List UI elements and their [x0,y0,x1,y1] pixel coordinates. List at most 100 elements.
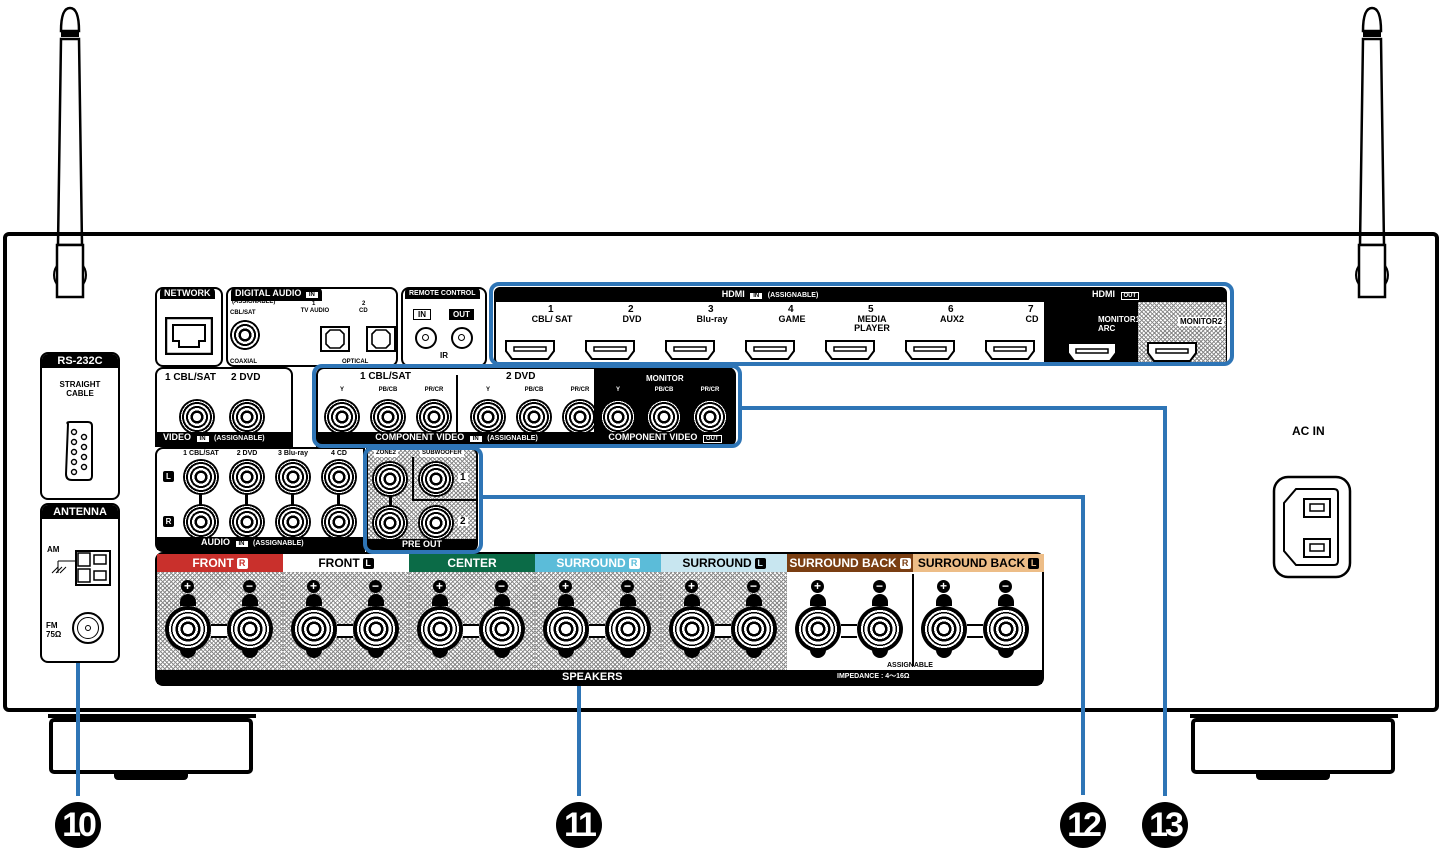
subwoofer-1-jack[interactable] [418,461,454,497]
audio-input-2-right-jack[interactable] [229,504,265,540]
side-badge: R [236,558,248,569]
speaker-channel-3-header: CENTER [409,554,535,572]
component-in-2-jack-1[interactable] [470,399,506,435]
hdmi-input-2-port[interactable] [584,339,636,361]
left-channel-label: L [163,471,174,482]
component-in-1-jack-3[interactable] [416,399,452,435]
audio-input-1-right-jack[interactable] [183,504,219,540]
ir-label: IR [440,351,448,360]
hdmi-out-monitor2-port[interactable] [1146,341,1198,363]
speaker-channel-2-positive-terminal[interactable] [291,606,337,652]
wifi-antenna-icon [53,6,87,299]
fm-antenna-jack[interactable] [72,612,104,644]
coaxial-input-label: CBL/SAT [230,310,256,316]
speaker-channel-1-positive-terminal[interactable] [165,606,211,652]
component-in-1-jack-1[interactable] [324,399,360,435]
speaker-channel-5-negative-terminal[interactable] [731,606,777,652]
hdmi-input-6-port[interactable] [904,339,956,361]
hdmi-input-7-port[interactable] [984,339,1036,361]
hdmi-input-6-number: 6 [948,304,954,315]
subwoofer-label: SUBWOOFER [420,450,464,457]
optical-port-1[interactable] [320,326,350,352]
am-terminal[interactable] [48,547,118,587]
component-in-jack-label: PB/CB [378,387,398,393]
highlight-component-video [312,364,742,448]
assignable-label: ASSIGNABLE [887,662,933,669]
audio-input-4-right-jack[interactable] [321,504,357,540]
antenna-left [52,5,88,301]
audio-input-1-left-jack[interactable] [183,459,219,495]
ir-in-jack[interactable] [415,327,437,349]
hdmi-input-1-port[interactable] [504,339,556,361]
callout-10: 10 [55,802,101,848]
side-badge: L [1028,558,1040,569]
plus-icon: + [685,580,698,593]
assignable-label: (ASSIGNABLE) [232,299,276,305]
video-in-footer: VIDEO IN (ASSIGNABLE) [157,432,291,445]
subwoofer-2-number: 2 [458,516,468,527]
hdmi-input-2-name: DVD [622,314,642,324]
component-in-group-1: 1 CBL/SAT [360,371,411,382]
speaker-channel-3-positive-terminal[interactable] [417,606,463,652]
remote-control-title: REMOTE CONTROL [405,288,480,299]
speaker-channel-6-negative-terminal[interactable] [857,606,903,652]
wifi-antenna-icon [1355,6,1389,299]
audio-input-3-left-jack[interactable] [275,459,311,495]
component-in-2-jack-2[interactable] [516,399,552,435]
speaker-channel-6-positive-terminal[interactable] [795,606,841,652]
speaker-channel-1-negative-terminal[interactable] [227,606,273,652]
speaker-channel-5-positive-terminal[interactable] [669,606,715,652]
hdmi-input-5-number: 5 [868,304,874,315]
speaker-channel-2-negative-terminal[interactable] [353,606,399,652]
hdmi-input-3-port[interactable] [664,339,716,361]
speaker-channel-3-negative-terminal[interactable] [479,606,525,652]
component-in-jack-label: Y [485,387,490,393]
ir-out-jack[interactable] [451,327,473,349]
audio-input-2-left-jack[interactable] [229,459,265,495]
zone2-left-jack[interactable] [372,461,408,497]
audio-input-3-right-jack[interactable] [275,504,311,540]
ac-power-inlet[interactable] [1272,475,1352,579]
component-out-jack-1[interactable] [600,399,636,435]
speaker-channel-4-negative-terminal[interactable] [605,606,651,652]
minus-icon: − [873,580,886,593]
fm-label: FM 75Ω [46,621,62,639]
ethernet-port-icon[interactable] [165,317,213,355]
pre-out-footer: PRE OUT [368,539,476,550]
hdmi-out-monitor1-port[interactable] [1066,341,1118,363]
plus-icon: + [559,580,572,593]
minus-icon: − [999,580,1012,593]
audio-input-4-left-jack[interactable] [321,459,357,495]
hdmi-input-4-name: GAME [778,314,806,324]
hdmi-input-5-port[interactable] [824,339,876,361]
component-out-jack-2[interactable] [646,399,682,435]
hdmi-input-1-name: CBL/ SAT [531,314,573,324]
video-input-2-jack[interactable] [229,399,265,435]
ac-in-label: AC IN [1292,424,1325,438]
hdmi-input-4-number: 4 [788,304,794,315]
speaker-channel-7-negative-terminal[interactable] [983,606,1029,652]
out-badge: OUT [702,435,722,443]
component-out-jack-3[interactable] [692,399,728,435]
zone2-right-jack[interactable] [372,505,408,541]
speaker-channel-4-positive-terminal[interactable] [543,606,589,652]
minus-icon: − [747,580,760,593]
coaxial-jack[interactable] [230,320,260,350]
optical-port-2[interactable] [366,326,396,352]
side-badge: L [754,558,766,569]
hdmi-input-3-name: Blu-ray [696,314,728,324]
db9-serial-port[interactable] [62,420,96,482]
speaker-channel-7-positive-terminal[interactable] [921,606,967,652]
subwoofer-2-jack[interactable] [418,505,454,541]
in-badge: IN [469,436,482,442]
hdmi-input-4-port[interactable] [744,339,796,361]
highlight-pre-out [363,446,483,554]
component-in-1-jack-2[interactable] [370,399,406,435]
video-input-1-jack[interactable] [179,399,215,435]
digital-audio-title: DIGITAL AUDIO IN [231,288,322,301]
component-in-2-jack-3[interactable] [562,399,598,435]
video-input-1-label: 1 CBL/SAT [165,372,216,383]
